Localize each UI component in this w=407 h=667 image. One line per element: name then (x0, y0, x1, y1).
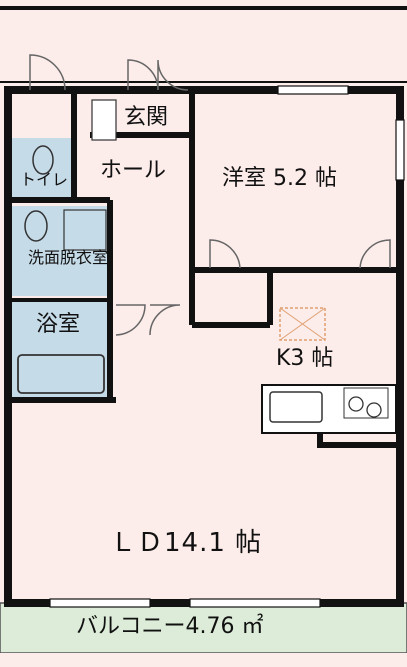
entrance-label: 玄関 (124, 105, 169, 130)
kitchen-counter (261, 384, 397, 434)
balcony-label: バルコニー4.76 ㎡ (76, 614, 264, 639)
doors (29, 54, 391, 336)
living-dining-label: ＬＤ14.1 帖 (110, 528, 263, 558)
washroom-label: 洗面脱衣室 (28, 248, 109, 267)
shoe-cabinet (91, 99, 117, 141)
bathroom-area (12, 300, 110, 398)
bottom-strip (0, 653, 407, 667)
range-hood (343, 387, 389, 419)
stove-burner-right (366, 402, 382, 418)
stove-burner-left (348, 396, 364, 412)
toilet-fixture (32, 145, 54, 175)
window-marks (49, 85, 405, 608)
fridge-space (279, 307, 326, 341)
hall-label: ホール (100, 158, 167, 183)
bathtub (17, 354, 105, 394)
toilet-area (12, 138, 74, 198)
kitchen-sink (269, 391, 323, 423)
washroom-area (12, 206, 110, 296)
sink-fixture (24, 210, 48, 242)
kitchen-label: K3 帖 (276, 346, 334, 371)
washer-space (63, 209, 107, 251)
bathroom-label: 浴室 (36, 312, 81, 337)
fridge-space-cross-b (279, 307, 326, 341)
western-room-label: 洋室 5.2 帖 (222, 166, 337, 191)
toilet-label: トイレ (20, 170, 69, 189)
